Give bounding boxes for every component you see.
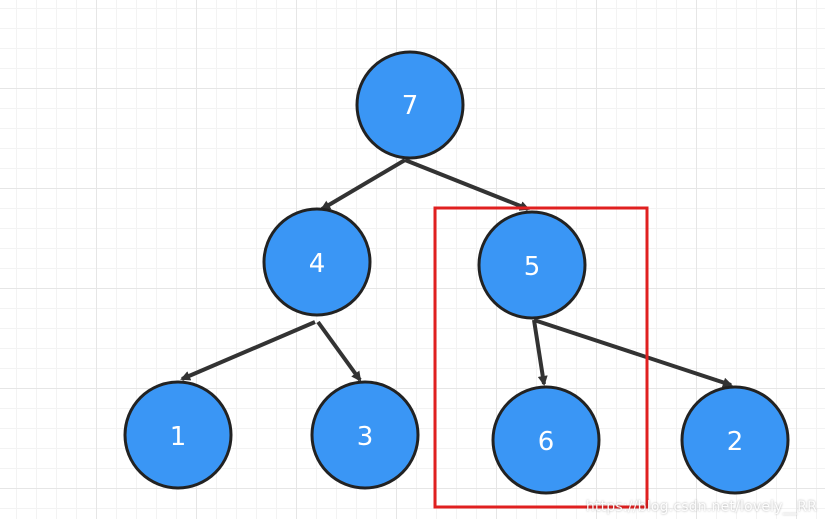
node-label: 7 <box>402 91 419 121</box>
node-circle <box>477 210 587 320</box>
edge-5-to-6 <box>532 319 548 386</box>
edge-7-to-4 <box>320 158 407 211</box>
node-3: 3 <box>310 380 420 490</box>
node-label: 5 <box>524 252 541 282</box>
edges <box>180 158 733 388</box>
node-circle <box>310 380 420 490</box>
edge-7-to-5 <box>404 158 530 211</box>
node-label: 3 <box>357 422 374 452</box>
node-label: 2 <box>727 427 744 457</box>
node-4: 4 <box>262 207 372 317</box>
node-label: 6 <box>538 427 555 457</box>
edge-4-to-1 <box>180 320 316 381</box>
edge-4-to-3 <box>316 320 362 382</box>
node-circle <box>123 380 233 490</box>
node-label: 4 <box>309 249 326 279</box>
watermark: https://blog.csdn.net/lovely__RR <box>585 499 817 515</box>
node-1: 1 <box>123 380 233 490</box>
node-circle <box>355 50 465 160</box>
nodes: 7 4 5 1 3 6 2 <box>123 50 790 495</box>
node-6: 6 <box>491 385 601 495</box>
node-circle <box>262 207 372 317</box>
node-circle <box>491 385 601 495</box>
node-2: 2 <box>680 385 790 495</box>
node-7: 7 <box>355 50 465 160</box>
node-5: 5 <box>477 210 587 320</box>
node-circle <box>680 385 790 495</box>
edge-5-to-2 <box>533 318 733 388</box>
highlight-box <box>433 206 649 509</box>
node-label: 1 <box>170 422 187 452</box>
